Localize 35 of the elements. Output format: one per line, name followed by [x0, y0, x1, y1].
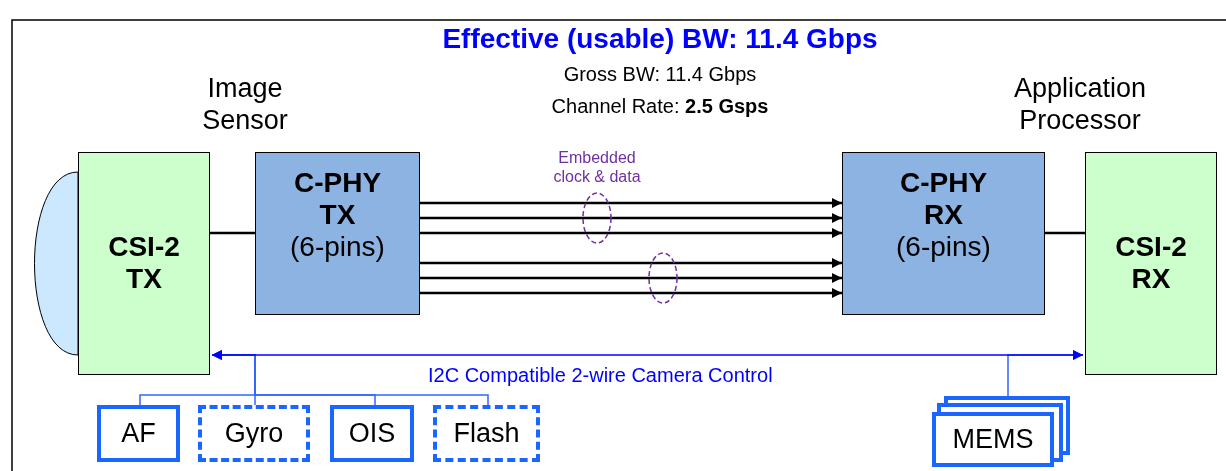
device-box	[330, 405, 414, 462]
phy-block	[255, 152, 420, 315]
title: Effective (usable) BW: 11.4 Gbps	[441, 22, 879, 56]
device-box	[97, 405, 180, 462]
arrow	[420, 198, 842, 208]
block-title: C-PHY TX	[292, 167, 383, 232]
device-stack	[932, 412, 1054, 467]
block-title: CSI-2 RX	[1114, 231, 1188, 296]
interface-block	[1085, 152, 1217, 375]
connector-line	[1045, 231, 1085, 235]
block-subtitle: (6-pins)	[896, 231, 991, 264]
arrow	[420, 273, 842, 283]
arrow	[420, 228, 842, 238]
block-title: CSI-2 TX	[107, 231, 181, 296]
phy-block	[842, 152, 1045, 315]
block-title: Flash	[453, 417, 520, 449]
device-box	[433, 405, 540, 462]
rate-note: Channel Rate: 2.5 Gsps	[550, 94, 770, 118]
interface-block	[78, 152, 210, 375]
block-title: Gyro	[224, 417, 284, 449]
arrow	[420, 288, 842, 298]
block-title: AF	[121, 417, 156, 449]
arrow	[211, 350, 1084, 360]
block-title: C-PHY RX	[898, 167, 989, 232]
arrow	[420, 213, 842, 223]
bandwidth-note: Gross BW: 11.4 Gbps	[562, 62, 758, 86]
connector-line	[210, 231, 255, 235]
block-subtitle: (6-pins)	[290, 231, 385, 264]
annotation-text: Embedded clock & data	[552, 148, 642, 187]
device-box	[198, 405, 310, 462]
side-heading: Application Processor	[1012, 72, 1148, 137]
block-title: OIS	[348, 417, 396, 449]
side-heading: Image Sensor	[201, 72, 289, 137]
arrow	[420, 258, 842, 268]
block-title: MEMS	[952, 423, 1034, 455]
